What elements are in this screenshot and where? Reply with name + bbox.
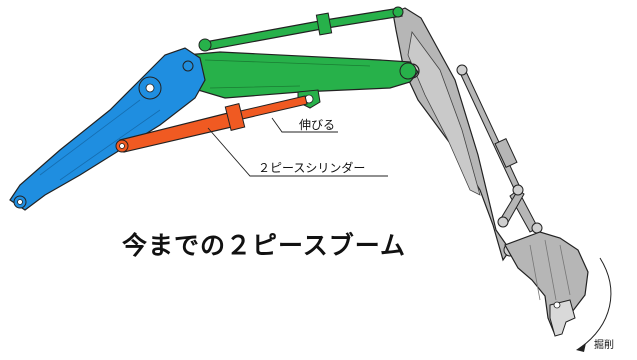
- digging-arrow-curve: [579, 257, 612, 349]
- bucket: [504, 231, 589, 337]
- digging-arrow: [576, 257, 612, 352]
- arm-cylinder-sleeve: [315, 12, 333, 36]
- arm-inner-panel: [407, 31, 481, 196]
- digging-label: 掘削: [594, 338, 614, 351]
- two-piece-cylinder: [115, 95, 308, 153]
- extends-callout-line: [271, 117, 338, 133]
- extends-label: 伸びる: [299, 118, 335, 132]
- bucket-cylinder-sleeve: [494, 138, 518, 168]
- upper-boom: [185, 6, 419, 109]
- arm-stick: [392, 7, 543, 262]
- cylinder-callout-line: [207, 127, 388, 177]
- bucket-teeth: [549, 299, 576, 337]
- upper-boom-tip-pin: [399, 62, 417, 80]
- digging-arrow-head: [576, 343, 586, 352]
- arm-cylinder: [204, 7, 403, 51]
- cylinder-rod: [235, 95, 308, 121]
- bucket-ribs: [529, 239, 571, 301]
- cylinder-sleeve: [224, 103, 246, 131]
- lower-boom: [9, 47, 206, 211]
- cylinder-label: ２ピースシリンダー: [258, 160, 365, 175]
- arm-cylinder-pin: [456, 64, 468, 76]
- callouts: [207, 117, 388, 177]
- diagram-title: 今までの２ピースブーム: [122, 231, 406, 260]
